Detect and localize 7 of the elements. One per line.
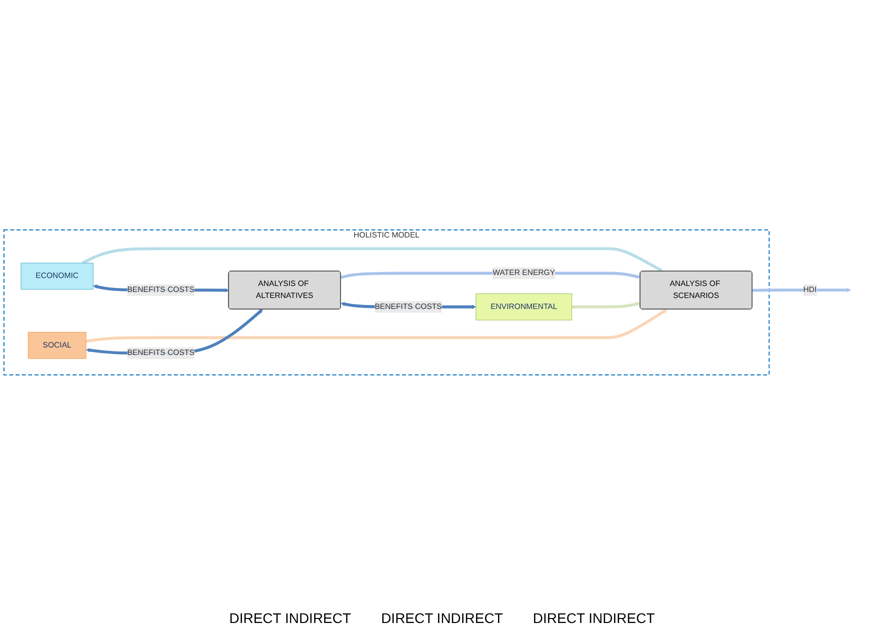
arrow (572, 302, 640, 308)
arrow (82, 246, 663, 272)
arrow (86, 308, 668, 342)
side-label: DIRECT INDIRECT (532, 610, 655, 626)
side-label: DIRECT INDIRECT (229, 610, 352, 626)
side-label: DIRECT INDIRECT (381, 610, 503, 626)
arrow (752, 288, 852, 292)
